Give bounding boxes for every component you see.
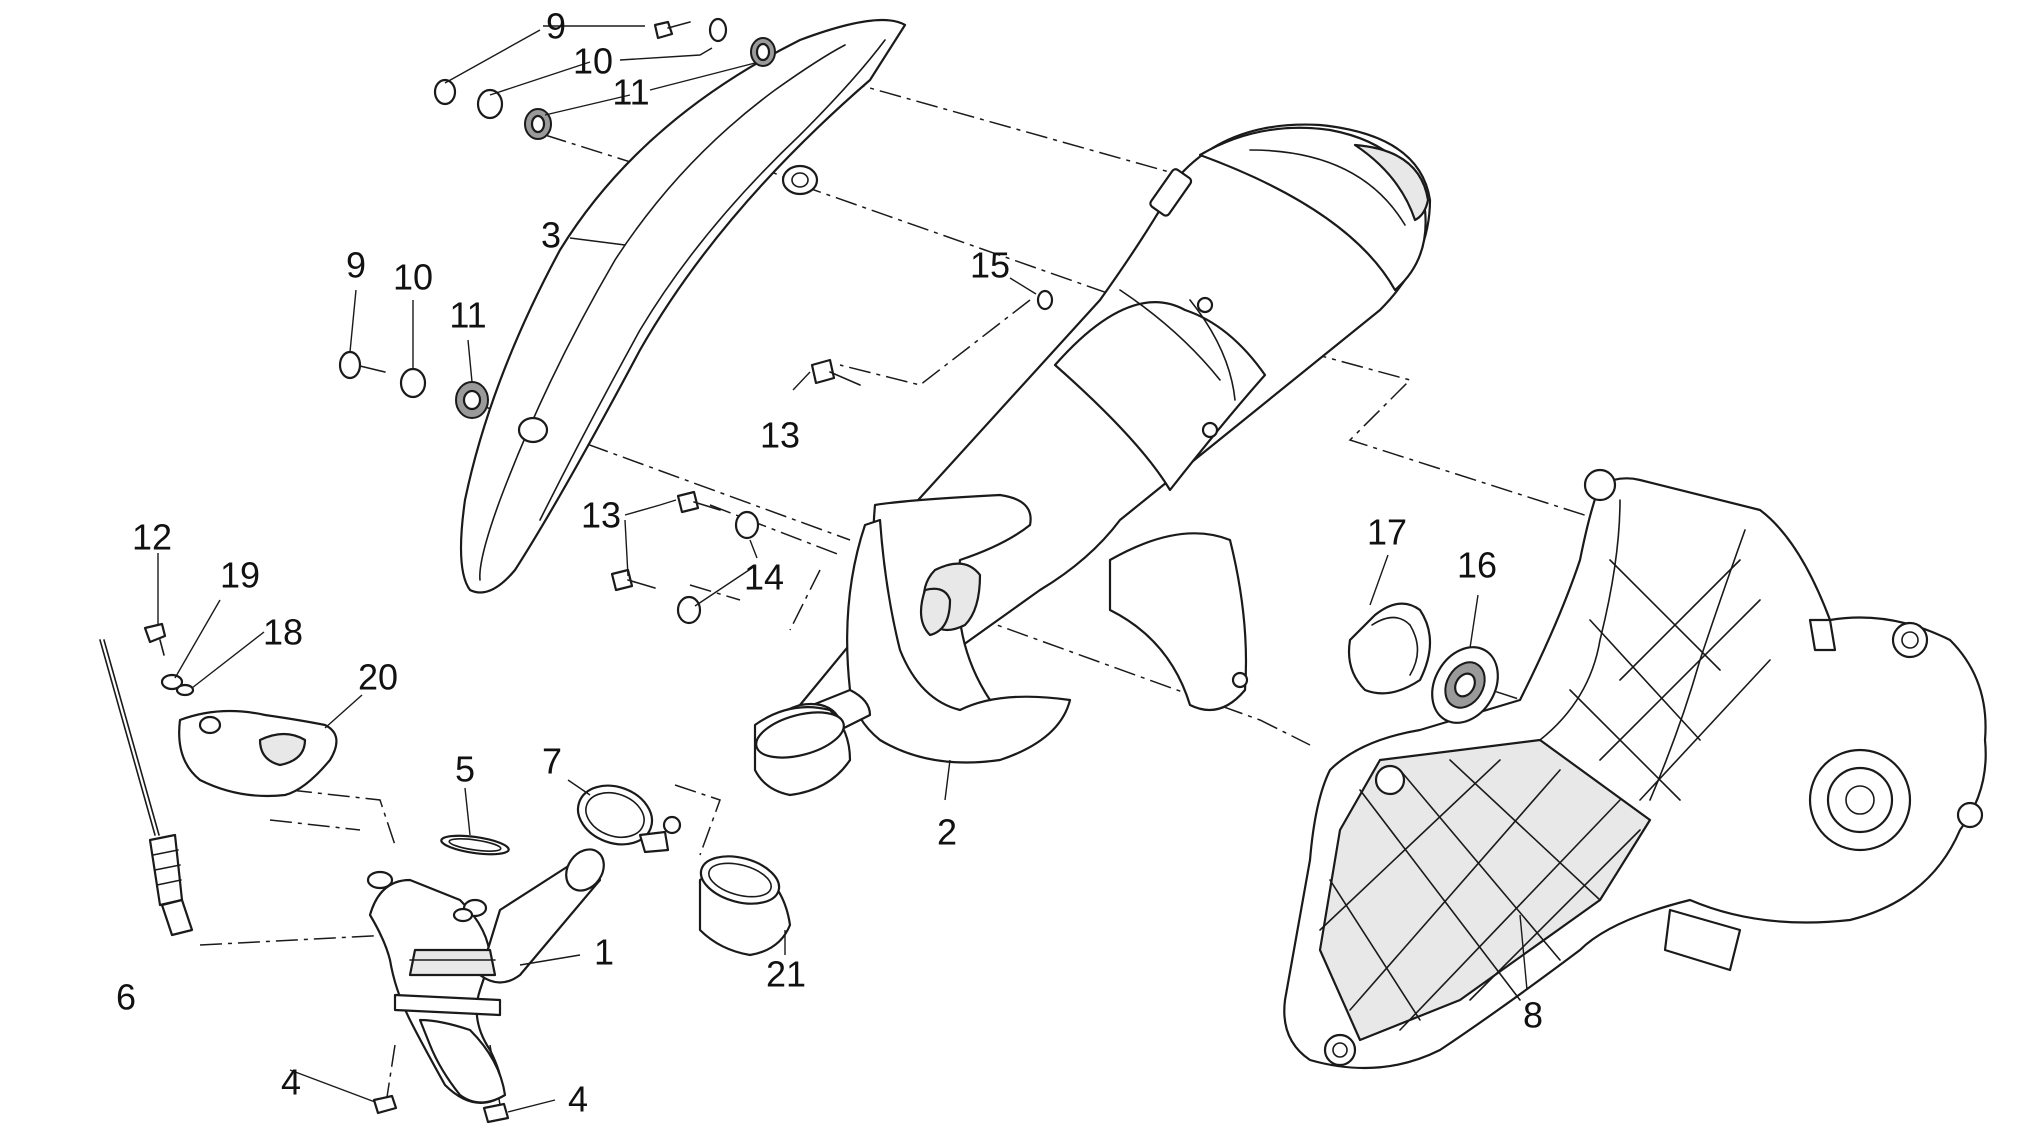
- bolts-and-washers: [610, 289, 1054, 625]
- callout-11-mid: 11: [449, 295, 486, 336]
- callout-1: 1: [594, 932, 614, 973]
- callout-9-top: 9: [546, 6, 566, 47]
- callout-19: 19: [220, 555, 260, 596]
- exhaust-manifold: [366, 834, 605, 1124]
- callout-16: 16: [1457, 545, 1497, 586]
- callout-5: 5: [455, 749, 475, 790]
- callout-7: 7: [542, 741, 562, 782]
- swing-arm-bracket: [1283, 468, 1987, 1070]
- callout-9-mid: 9: [346, 245, 366, 286]
- callout-13-lower: 13: [581, 495, 621, 536]
- top-fasteners: [433, 17, 776, 140]
- callout-10-top: 10: [573, 41, 613, 82]
- callout-4-left: 4: [281, 1062, 301, 1103]
- callout-17: 17: [1367, 512, 1407, 553]
- leader-lines: [157, 25, 1528, 1113]
- callout-20: 20: [358, 657, 398, 698]
- callout-13-upper: 13: [760, 415, 800, 456]
- silencer: [760, 123, 1432, 792]
- callout-labels: 9 10 11 3 9 10 11 15 13 13 14 12 19 18 2…: [116, 6, 1543, 1120]
- callout-8: 8: [1523, 995, 1543, 1036]
- heat-shield: [459, 18, 907, 594]
- bearing-and-circlip: [1347, 602, 1499, 724]
- middle-fasteners: [338, 350, 489, 419]
- clamp-and-sleeve: [576, 706, 852, 957]
- callout-14: 14: [744, 557, 784, 598]
- callout-21: 21: [766, 954, 806, 995]
- callout-15: 15: [970, 245, 1010, 286]
- callout-2: 2: [937, 812, 957, 853]
- sensor-cluster: [99, 622, 338, 937]
- callout-11-top: 11: [612, 72, 649, 113]
- callout-4-right: 4: [568, 1079, 588, 1120]
- callout-10-mid: 10: [393, 257, 433, 298]
- callout-18: 18: [263, 612, 303, 653]
- callout-6: 6: [116, 977, 136, 1018]
- callout-3: 3: [541, 215, 561, 256]
- callout-12: 12: [132, 517, 172, 558]
